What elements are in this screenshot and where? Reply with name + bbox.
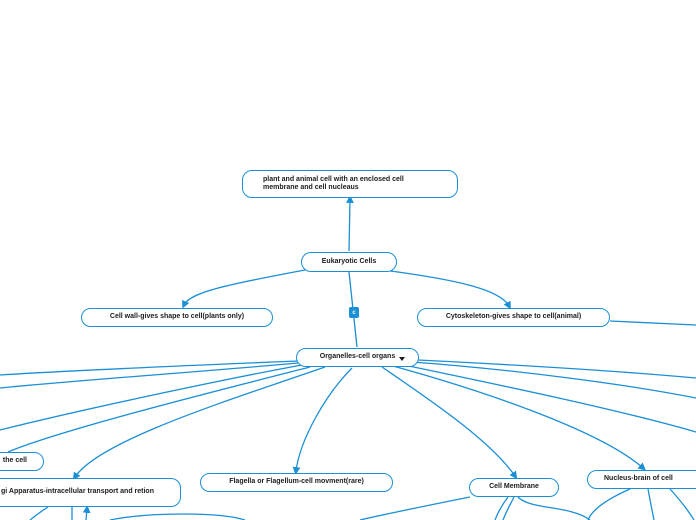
node-cell-membrane[interactable]: Cell Membrane [469,478,559,497]
node-nucleus[interactable]: Nucleus-brain of cell [587,470,696,489]
node-definition-label: plant and animal cell with an enclosed c… [263,175,404,191]
edge-membrane-sub-1 [359,496,471,520]
edge-organelles-left-2 [0,362,299,389]
node-fragment-left[interactable]: the cell [0,452,44,471]
node-central-topic[interactable]: Eukaryotic Cells [301,252,397,272]
node-central-topic-label: Eukaryotic Cells [321,257,377,265]
collapse-badge[interactable]: c [349,307,359,318]
edge-nucleus-sub-3 [669,488,695,520]
node-cell-membrane-label: Cell Membrane [489,483,539,491]
edge-organelles-nucleus [392,365,646,471]
node-cell-wall-label: Cell wall-gives shape to cell(plants onl… [109,313,245,321]
edge-central-definition [346,195,354,252]
edge-membrane-sub-3 [502,496,515,520]
edge-golgi-sub-3 [82,505,91,520]
edge-organelles-left-1 [0,360,299,376]
node-organelles-label: Organelles-cell organs [319,353,396,361]
edge-central-cell-wall [182,269,306,309]
node-organelles[interactable]: Organelles-cell organs [296,348,419,367]
edge-organelles-membrane [381,366,518,480]
node-definition[interactable]: plant and animal cell with an enclosed c… [242,170,458,198]
node-cytoskeleton[interactable]: Cytoskeleton-gives shape to cell(animal) [417,308,610,327]
edge-organelles-right-3 [417,359,696,379]
edge-membrane-sub-4 [517,496,591,520]
collapse-badge-label: c [352,309,356,316]
node-golgi[interactable]: gi Apparatus-intracellular transport and… [0,478,181,507]
edge-membrane-sub-2 [494,496,509,520]
node-cytoskeleton-label: Cytoskeleton-gives shape to cell(animal) [445,313,582,321]
edge-organelles-right-2 [411,361,696,399]
pointer-cursor-icon [399,357,405,361]
edge-organelles-left-3 [0,364,303,431]
edge-nucleus-sub-2 [647,488,655,520]
edge-organelles-flagella [292,367,353,475]
node-flagella[interactable]: Flagella or Flagellum-cell movment(rare) [200,473,393,492]
edge-organelles-golgi [72,366,326,481]
edge-golgi-sub-4 [109,513,246,520]
edge-cytoskeleton-out [609,320,696,326]
node-cell-wall[interactable]: Cell wall-gives shape to cell(plants onl… [81,308,273,327]
node-flagella-label: Flagella or Flagellum-cell movment(rare) [229,478,364,486]
edge-central-cytoskeleton [382,269,511,310]
edge-nucleus-sub-1 [587,488,631,520]
node-fragment-left-label: the cell [2,457,27,465]
node-nucleus-label: Nucleus-brain of cell [604,475,673,483]
edge-organelles-fragment [7,366,311,453]
edge-organelles-right-1 [403,364,696,433]
edge-golgi-sub-1 [29,506,49,520]
node-golgi-label: gi Apparatus-intracellular transport and… [1,488,154,496]
